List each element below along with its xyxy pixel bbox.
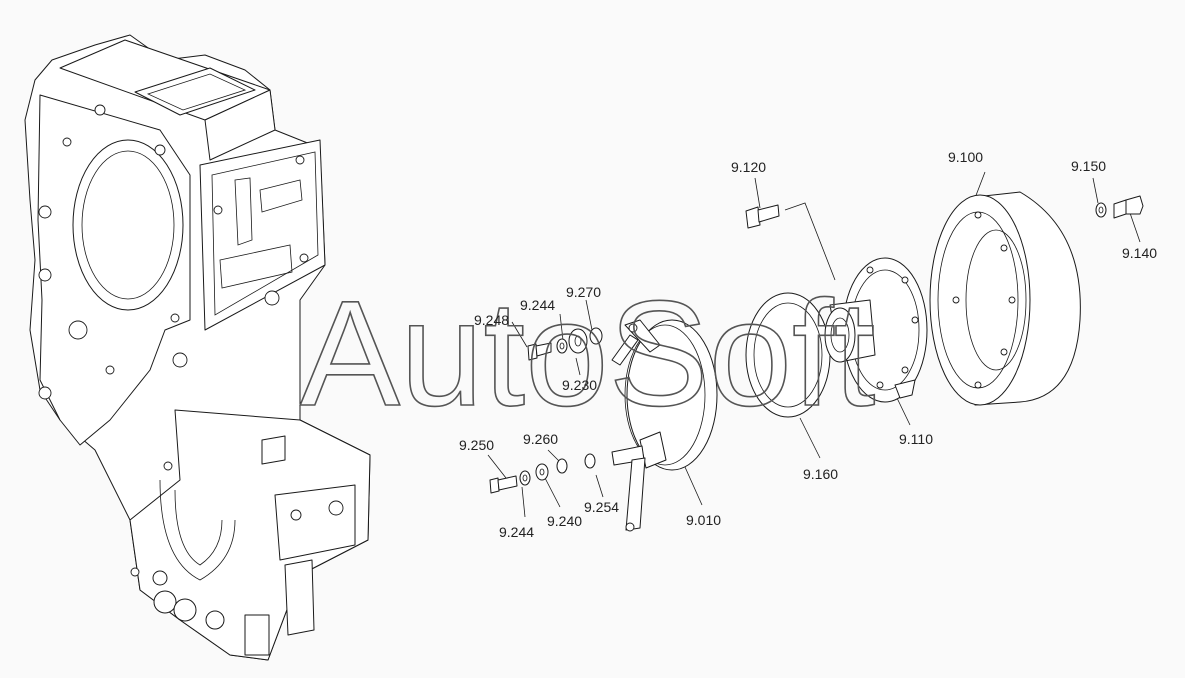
callout-9-260: 9.260 [523,431,558,447]
callout-9-110: 9.110 [899,431,933,447]
callout-9-270: 9.270 [566,284,601,300]
callout-9-010: 9.010 [686,512,721,528]
callout-9-150: 9.150 [1071,158,1106,174]
washer-9-244-upper [556,338,568,354]
bushing-9-240 [535,463,549,481]
callout-9-140: 9.140 [1122,245,1157,261]
bushing-9-230 [568,328,588,354]
callout-9-160: 9.160 [803,466,838,482]
bolt-9-120 [745,204,780,229]
seal-9-254 [584,453,596,469]
callout-9-248: 9.248 [474,312,509,328]
washer-9-244-lower [519,470,531,486]
callout-9-100: 9.100 [948,149,983,165]
callout-9-240: 9.240 [547,513,582,529]
callout-9-244-lower: 9.244 [499,524,534,540]
watermark-text: AutoSoft [300,269,875,437]
bolt-9-140 [1113,195,1144,219]
bolt-9-248 [527,342,552,361]
friction-ring-9-160 [745,292,831,418]
callout-labels: 9.100 9.120 9.150 9.140 9.270 9.244 9.24… [459,149,1157,540]
seal-9-260 [556,458,568,474]
seal-9-270 [589,327,603,345]
transmission-housing [24,34,371,661]
callout-9-250: 9.250 [459,437,494,453]
callout-9-120: 9.120 [731,159,766,175]
callout-9-254: 9.254 [584,499,619,515]
callout-9-230: 9.230 [562,377,597,393]
callout-9-244-upper: 9.244 [520,297,555,313]
washer-9-150 [1095,202,1107,218]
brake-band-9-010 [611,319,718,532]
leader-lines [487,171,1141,518]
bolt-9-250 [489,475,518,494]
drum-9-100 [929,191,1081,406]
hub-9-110 [824,257,928,403]
